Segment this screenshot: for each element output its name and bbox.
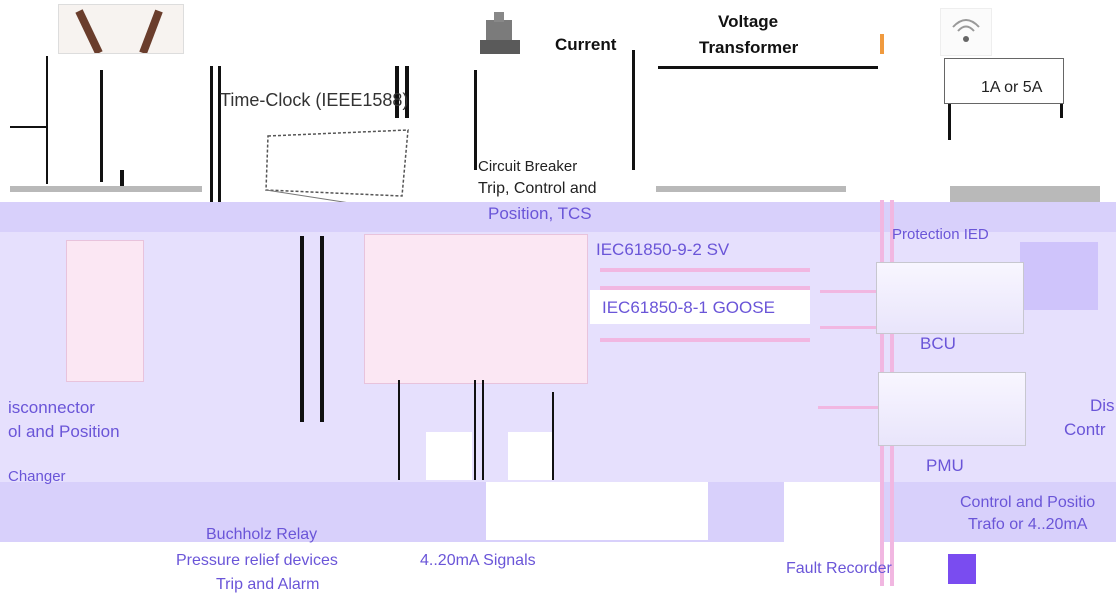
transformer-label: Transformer [699,38,799,57]
fault-recorder-box [784,482,880,578]
trip-alarm-label: Trip and Alarm [216,576,320,593]
voltage-label: Voltage [718,12,779,31]
vertical-line [100,70,103,182]
vertical-line [482,380,484,480]
vertical-line [300,236,304,422]
grey-line [10,186,202,192]
cb-label-3: Position, TCS [488,204,592,223]
rating-label: 1A or 5A [981,79,1043,96]
surge-arrester-icon [58,4,184,55]
right-label-3: Control and Positio [960,494,1096,511]
ct-rating-box: 1A or 5A [944,58,1064,104]
iec-sv-label: IEC61850-9-2 SV [596,240,730,259]
vertical-line [398,380,400,480]
vertical-line [948,72,951,140]
merging-unit-box [364,234,588,384]
ied-device-icon [878,372,1026,446]
sensor-box [508,432,552,480]
bcu-label: BCU [920,334,956,353]
vertical-line [210,66,213,236]
right-label-4: Trafo or 4..20mA [968,516,1088,533]
signal-box [486,482,708,540]
pmu-label: PMU [926,456,964,475]
disconnector-label-1: isconnector [8,398,95,417]
sensor-box [426,432,472,480]
vertical-line [320,236,324,422]
bus-line [658,66,878,69]
link-line [820,290,880,293]
connector-line [10,126,46,128]
vertical-line [395,66,399,118]
right-label-2: Contr [1064,420,1106,439]
sv-arrow [600,268,810,272]
vertical-line [218,66,221,236]
goose-bg [590,290,810,324]
vertical-line [405,66,409,118]
time-clock-label: Time-Clock (IEEE1588) [220,90,409,110]
ied-device-icon [876,262,1024,334]
cb-label-1: Circuit Breaker [478,158,578,175]
gps-clock-icon [262,128,412,210]
sv-arrow [600,286,810,290]
link-line [818,406,878,409]
fault-recorder-label: Fault Recorder [786,560,892,577]
vertical-line [474,380,476,480]
vertical-line [632,50,635,170]
disconnector-label-2: ol and Position [8,422,120,441]
link-line [820,326,880,329]
changer-label: Changer [8,468,66,485]
grey-line [656,186,846,192]
antenna-icon [940,8,992,56]
purple-block [1020,242,1098,310]
signals-label: 4..20mA Signals [420,552,536,569]
protection-ied-label: Protection IED [892,226,989,243]
goose-arrow [600,338,810,342]
grey-block [950,186,1100,206]
vertical-line [120,170,124,190]
right-label-1: Dis [1090,396,1115,415]
current-transformer-icon [472,12,530,60]
status-block [948,554,976,584]
vertical-line [474,70,477,170]
disconnector-box [66,240,144,382]
vertical-line [552,392,554,480]
iec-goose-label: IEC61850-8-1 GOOSE [602,298,775,317]
orange-marker [880,34,884,54]
current-label: Current [555,35,617,54]
pressure-label: Pressure relief devices [176,552,338,569]
process-bus-band [0,202,1116,232]
buchholz-label: Buchholz Relay [206,526,318,543]
cb-label-2: Trip, Control and [478,180,597,197]
left-panel [46,56,188,184]
